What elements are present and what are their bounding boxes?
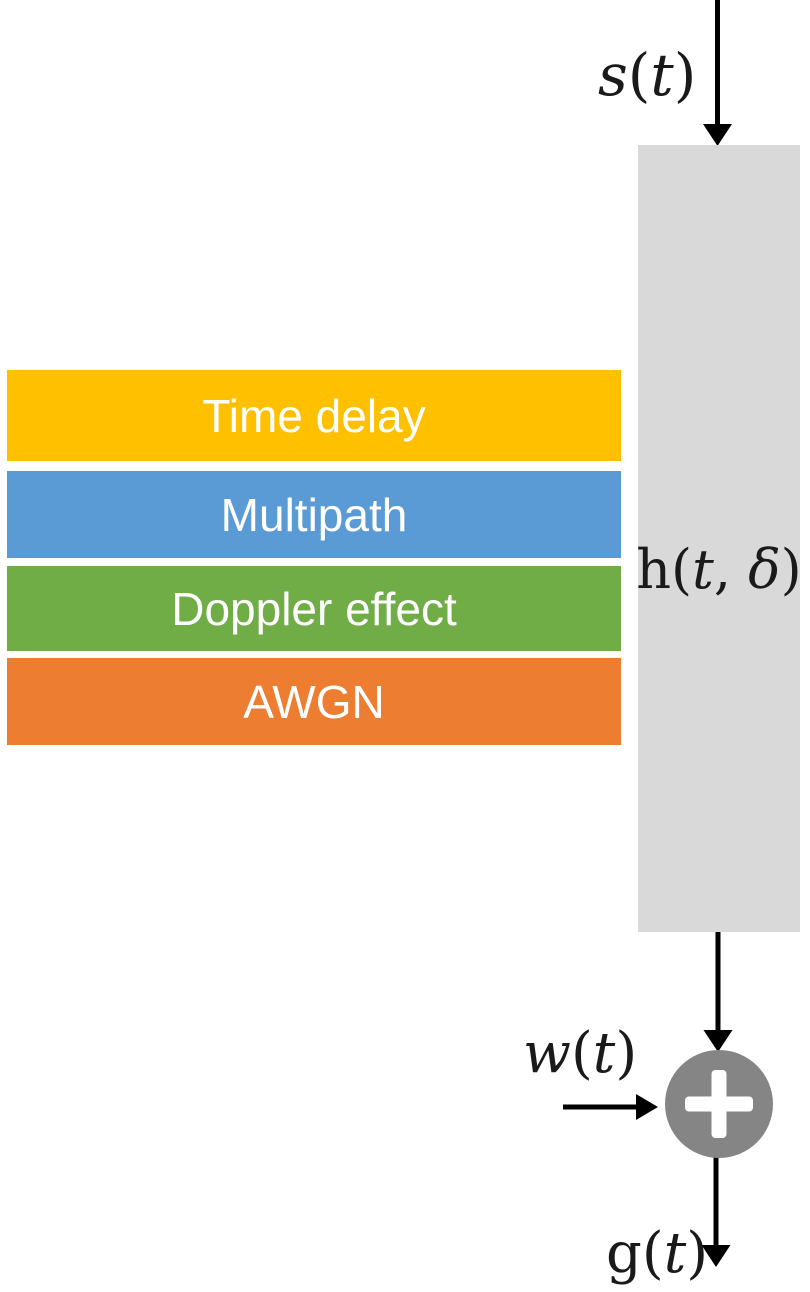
output-signal-label: g(t) — [606, 1221, 709, 1286]
effect-bar-label: Multipath — [220, 488, 408, 541]
effect-bar-label: Doppler effect — [171, 582, 457, 635]
channel-letter: h — [636, 538, 672, 601]
input-signal-letter: s — [598, 41, 628, 109]
noise-signal-letter: w — [523, 1021, 571, 1086]
plus-icon — [711, 1070, 727, 1138]
channel-response-label: h(t, δ) — [636, 538, 802, 601]
output-signal-letter: g — [606, 1221, 642, 1286]
input-arrow — [703, 0, 732, 146]
effect-bar-doppler-effect: Doppler effect — [7, 566, 621, 651]
input-signal-label: s(t) — [598, 41, 697, 109]
effect-bar-label: AWGN — [243, 675, 385, 728]
channel-to-adder-arrow — [703, 932, 733, 1052]
channel-block: h(t, δ) — [636, 145, 802, 932]
effect-bar-time-delay: Time delay — [7, 370, 621, 461]
channel-effects-list: Time delay Multipath Doppler effect AWGN — [7, 370, 621, 745]
noise-arrow — [563, 1094, 658, 1120]
adder-node — [665, 1050, 773, 1158]
effect-bar-awgn: AWGN — [7, 658, 621, 745]
noise-signal-label: w(t) — [523, 1021, 638, 1086]
effect-bar-label: Time delay — [202, 389, 426, 442]
effect-bar-multipath: Multipath — [7, 471, 621, 558]
